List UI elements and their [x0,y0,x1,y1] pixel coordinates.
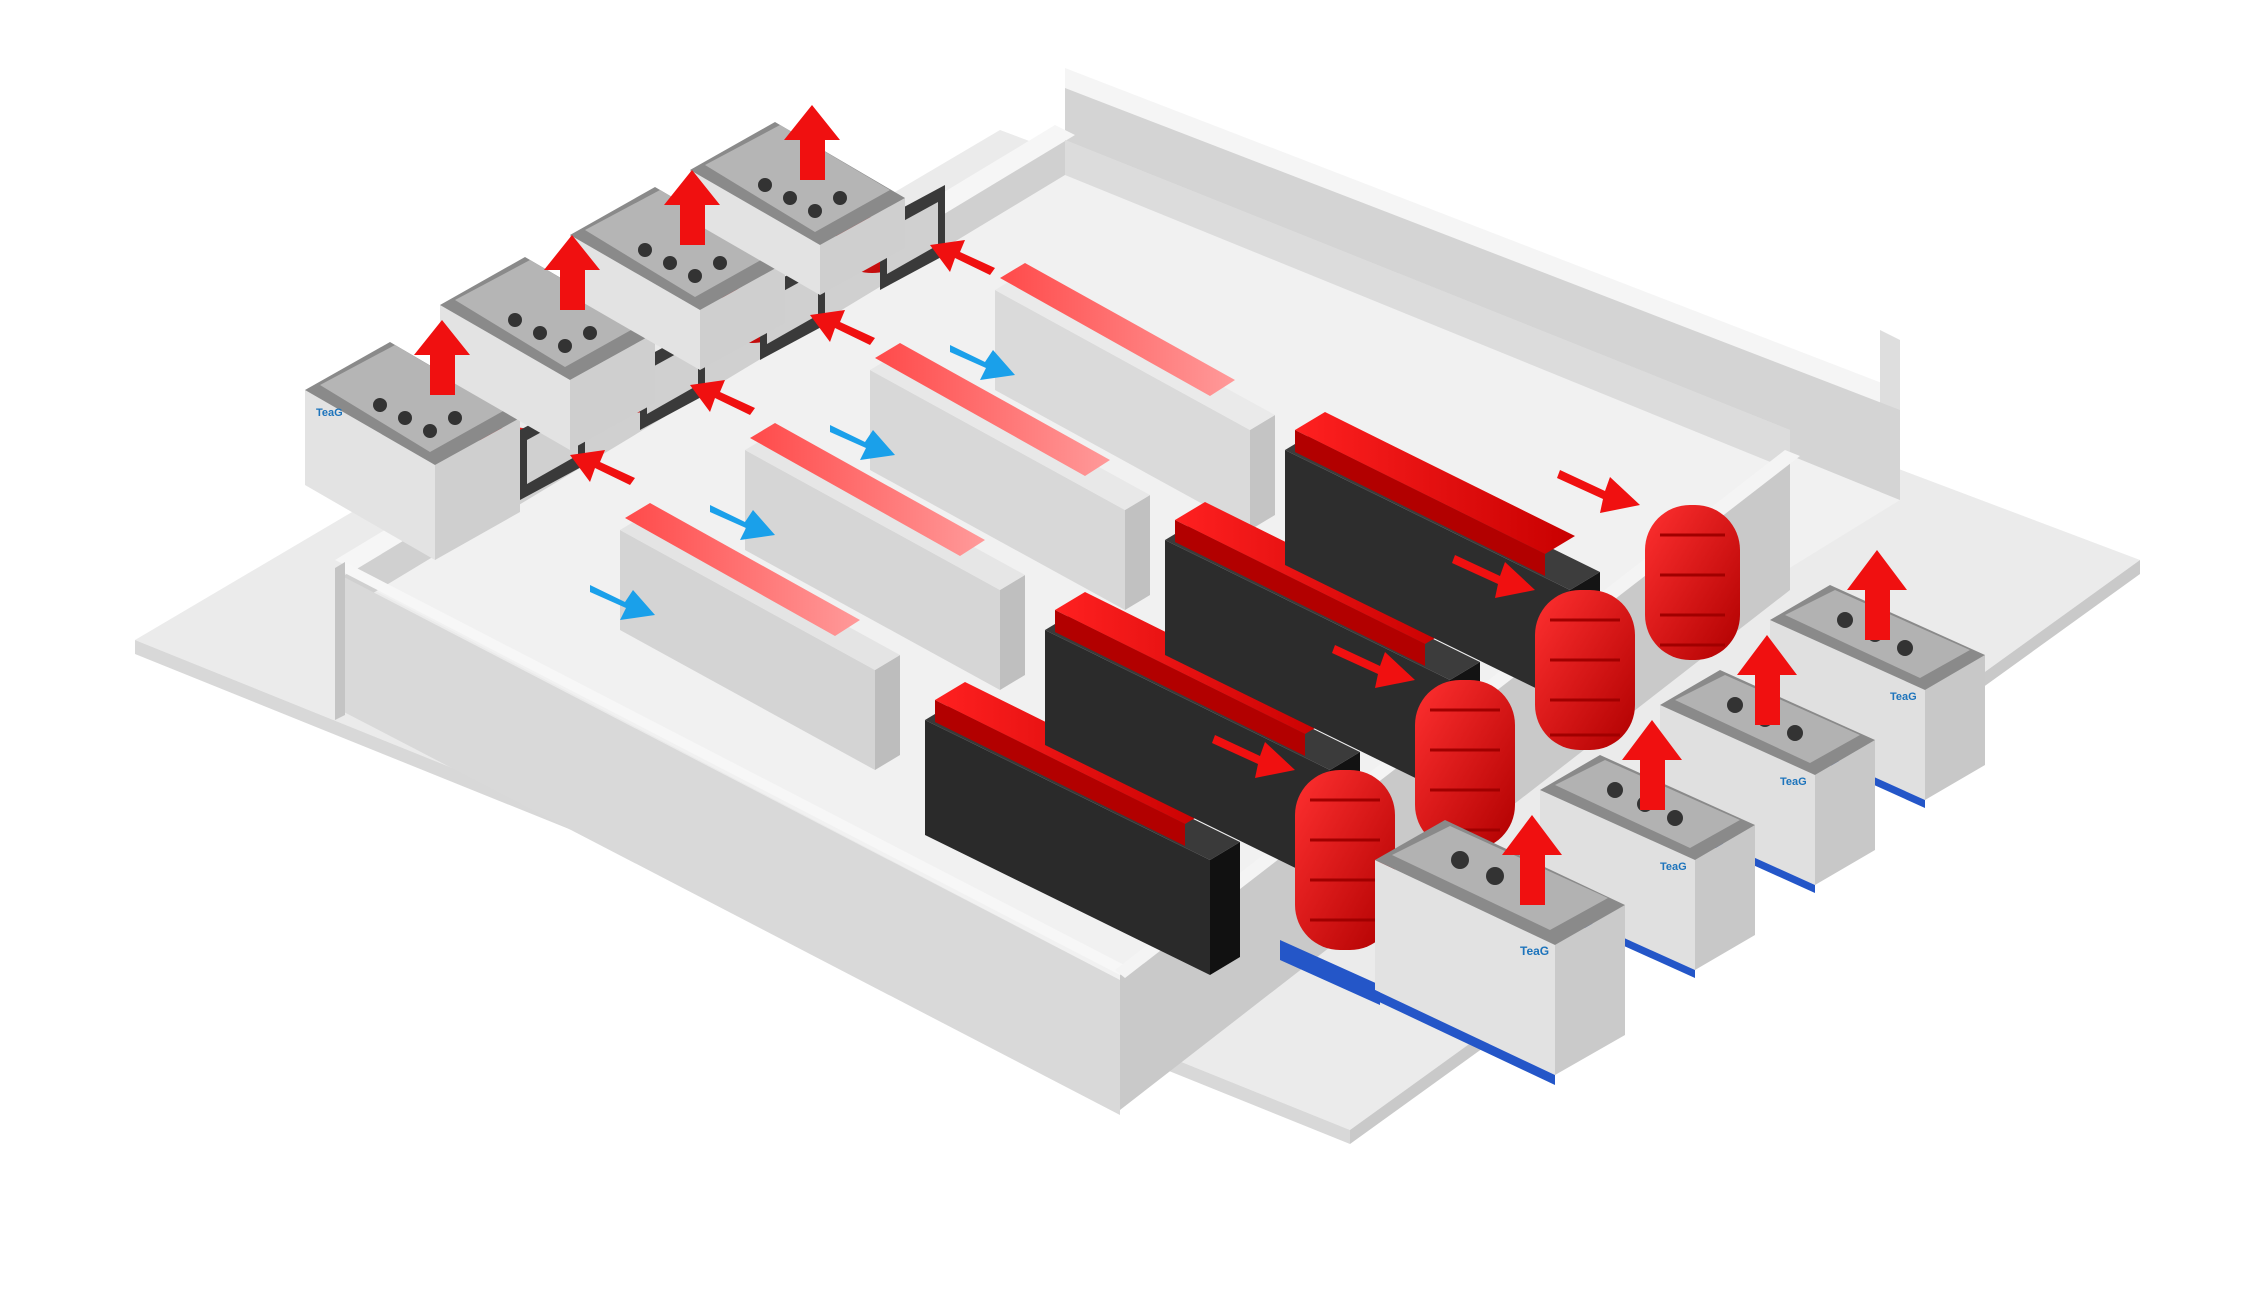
exhaust-arrow-icon [544,235,600,310]
cool-air-arrow-icon [830,425,895,460]
fan-icon [808,204,822,218]
exhaust-arrow-icon [414,320,470,395]
fan-icon [758,178,772,192]
exhaust-arrow-icon [1622,720,1682,810]
exhaust-duct-4 [1645,505,1740,660]
front-left-wall-face [340,575,1120,1115]
brand-label: TeaG [1520,944,1549,958]
cool-air-arrows [590,345,1015,620]
hot-air-arrow-icon [1452,555,1535,598]
hot-air-arrow-icon [930,240,995,275]
exhaust-duct-2 [1415,680,1515,850]
cool-air-arrow-icon [950,345,1015,380]
hot-air-arrow-icon [690,380,755,415]
cooling-unit-r1: TeaG [1375,820,1625,1085]
exhaust-up-arrows-left [414,105,840,395]
fan-icon [833,191,847,205]
left-wall-end [335,562,345,720]
exhaust-arrow-icon [664,170,720,245]
duct-base [1280,940,1380,1005]
server-rack-3 [1165,502,1480,795]
cool-air-arrow-icon [590,585,655,620]
fan-icon [688,269,702,283]
fan-icon [558,339,572,353]
cool-air-arrow-icon [710,505,775,540]
hot-air-arrow-icon [1212,735,1295,778]
cooling-units-left: TeaG [305,122,905,560]
rack-row-back [620,263,1275,770]
rack-row-front [925,412,1600,975]
brand-label: TeaG [1890,691,1917,703]
hot-air-arrow-icon [1332,645,1415,688]
fan-icon [1451,851,1469,869]
hot-air-arrow-icon [1557,470,1640,513]
hot-air-arrow-icon [570,450,635,485]
hot-air-arrow-icon [810,310,875,345]
fan-icon [1486,867,1504,885]
fan-icon [1897,640,1913,656]
fan-icon [398,411,412,425]
cooling-unit-l2 [440,257,655,450]
exhaust-ducts [1280,505,1740,1005]
cooling-unit-l4 [690,122,905,295]
fan-icon [1607,782,1623,798]
fan-icon [1837,612,1853,628]
fan-icon [508,313,522,327]
exhaust-duct-3 [1535,590,1635,750]
brand-label: TeaG [1780,776,1807,788]
brand-label: TeaG [316,407,343,419]
fan-icon [638,243,652,257]
cooling-unit-l1: TeaG [305,342,520,560]
faded-rack-4 [995,263,1275,530]
server-rack-4 [1285,412,1600,705]
exhaust-up-arrows-right [1502,550,1907,905]
fan-icon [373,398,387,412]
fan-icon [1667,810,1683,826]
fan-icon [533,326,547,340]
front-left-wall-top [335,562,1130,975]
exhaust-arrow-icon [1737,635,1797,725]
back-right-wall-face [1065,140,1790,470]
fan-icon [423,424,437,438]
corridor-wall-top [1065,68,1900,410]
fan-icon [1787,725,1803,741]
hot-air-exhaust-arrows [1212,470,1640,778]
faded-rack-1 [620,503,900,770]
fan-icon [1727,697,1743,713]
brand-label: TeaG [1660,861,1687,873]
fan-icon [448,411,462,425]
exhaust-arrow-icon [784,105,840,180]
fan-icon [713,256,727,270]
fan-icon [783,191,797,205]
faded-rack-3 [870,343,1150,610]
hot-air-intake-arrows [570,240,995,485]
exhaust-duct-1 [1295,770,1395,950]
exhaust-arrow-icon [1847,550,1907,640]
exhaust-arrow-icon [1502,815,1562,905]
faded-rack-2 [745,423,1025,690]
fan-icon [583,326,597,340]
fan-icon [663,256,677,270]
cooling-unit-l3 [570,187,785,370]
